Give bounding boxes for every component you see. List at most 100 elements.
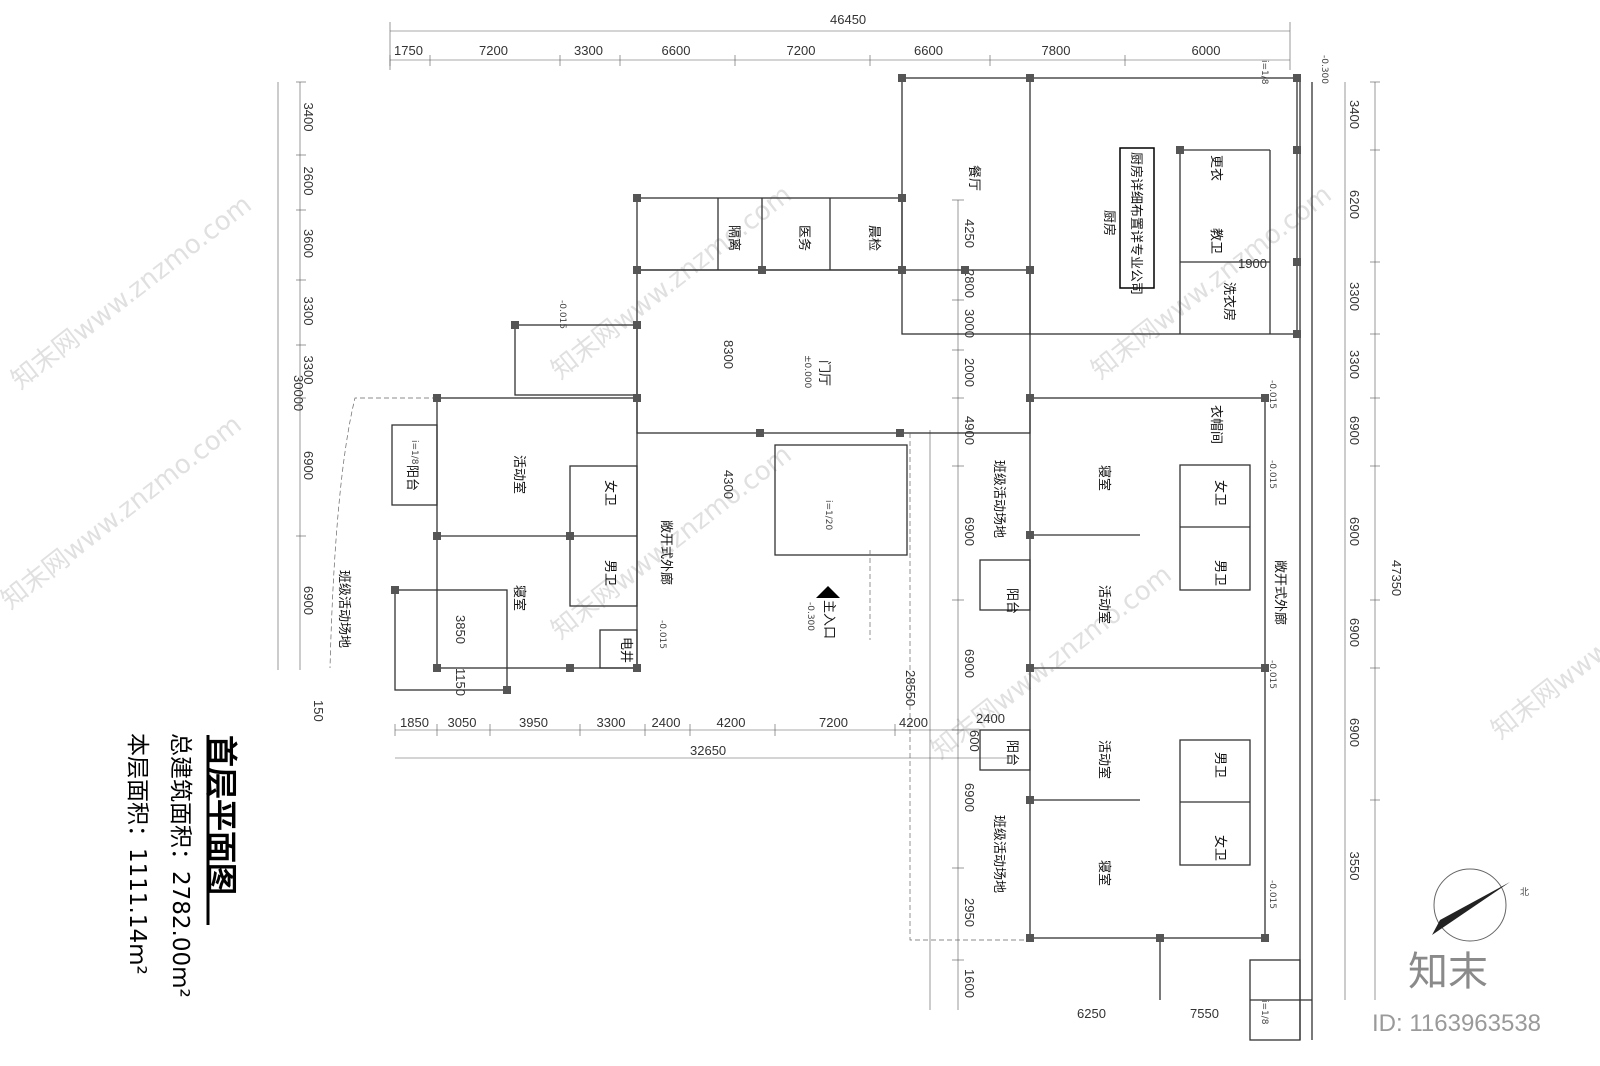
dim-top-5: 6600 — [914, 43, 943, 58]
dim-right-8: 3550 — [1347, 852, 1362, 881]
level-entry: -0.300 — [805, 602, 815, 631]
dim-4300: 4300 — [721, 470, 736, 499]
dim-right-5: 6900 — [1347, 517, 1362, 546]
room-balcony-r2: 阳台 — [1004, 740, 1019, 766]
dim-3850: 3850 — [453, 615, 468, 644]
dim-1150: 1150 — [453, 668, 468, 696]
north-arrow-icon: 北 — [1432, 868, 1529, 942]
dim-bottom-5: 4200 — [717, 715, 746, 730]
column-30 — [1261, 934, 1269, 942]
room-main-entry: 主入口 — [821, 600, 836, 639]
column-28 — [1026, 934, 1034, 942]
dim-top-2: 3300 — [574, 43, 603, 58]
column-19 — [566, 664, 574, 672]
room-female-wc-r1: 女卫 — [1212, 480, 1228, 506]
room-female-wc-left: 女卫 — [602, 480, 618, 506]
watermarks: 知末网www.znzmo.com 知末网www.znzmo.com 知末网www… — [0, 180, 1600, 766]
level-left-wing: -0.015 — [657, 620, 667, 649]
id-label: ID: 1163963538 — [1372, 1010, 1541, 1037]
dim-28550: 28550 — [903, 670, 918, 706]
dim-total-left: 30000 — [291, 375, 306, 411]
room-balcony-left: 阳台 — [404, 465, 419, 491]
dim-bottom-7: 4200 — [899, 715, 928, 730]
dim-6250: 6250 — [1077, 1006, 1106, 1021]
column-4 — [1293, 146, 1301, 154]
room-class-yard-r2: 班级活动场地 — [991, 815, 1006, 893]
room-cloak: 衣帽间 — [1208, 405, 1224, 444]
middle-vertical-dimensions: 4250280030002000490069006900690029501600… — [311, 199, 1267, 1021]
room-elec-shaft: 电井 — [618, 637, 633, 663]
column-1 — [1026, 74, 1034, 82]
slope-top-right: i=1/8 — [1259, 60, 1269, 85]
dim-mid-5: 6900 — [962, 517, 977, 546]
column-27 — [1026, 796, 1034, 804]
room-staff-wc: 教卫 — [1208, 228, 1224, 254]
column-34 — [391, 586, 399, 594]
room-balcony-r1: 阳台 — [1004, 588, 1019, 614]
room-labels: 餐厅 厨房 更衣 教卫 洗衣房 隔离 医务 晨检 门厅 主入口 活动室 寝室 女… — [336, 155, 1288, 893]
total-area: 总建筑面积：2782.00m² — [167, 733, 193, 998]
column-29 — [1156, 934, 1164, 942]
entry-arrow-icon — [816, 586, 840, 598]
dim-bottom-2: 3950 — [519, 715, 548, 730]
room-activity-r1: 活动室 — [1096, 585, 1112, 624]
dim-top-3: 6600 — [662, 43, 691, 58]
watermark-1: 知末网www.znzmo.com — [6, 190, 258, 396]
column-12 — [633, 194, 641, 202]
dim-bottom-4: 2400 — [652, 715, 681, 730]
dim-left-6: 6900 — [301, 586, 316, 615]
room-morning-check: 晨检 — [866, 225, 881, 251]
room-corridor-left: 敞开式外廊 — [658, 520, 674, 585]
dim-right-4: 6900 — [1347, 416, 1362, 445]
column-25 — [1026, 664, 1034, 672]
column-6 — [1293, 330, 1301, 338]
room-laundry: 洗衣房 — [1221, 282, 1237, 321]
title-block: 首层平面图 总建筑面积：2782.00m² 本层面积：1111.14m² — [124, 733, 240, 998]
dim-right-0: 3400 — [1347, 100, 1362, 129]
room-class-yard-r1: 班级活动场地 — [991, 460, 1006, 538]
room-activity-left: 活动室 — [511, 455, 527, 494]
column-11 — [758, 266, 766, 274]
level-right-4: -0.015 — [1267, 880, 1277, 909]
north-label: 北 — [1520, 887, 1529, 898]
dim-right-3: 3300 — [1347, 350, 1362, 379]
room-bedroom-left: 寝室 — [511, 585, 527, 611]
structural-columns — [391, 74, 1301, 942]
room-corridor-right: 敞开式外廊 — [1272, 560, 1288, 625]
column-21 — [633, 664, 641, 672]
level-hall: ±0.000 — [802, 355, 812, 389]
column-2 — [1293, 74, 1301, 82]
dim-bottom-6: 7200 — [819, 715, 848, 730]
slope-balcony-left: i=1/8 — [409, 440, 419, 465]
dim-mid-2: 3000 — [962, 309, 977, 338]
brand: 知末 ID: 1163963538 — [1372, 949, 1541, 1037]
dim-right-7: 6900 — [1347, 718, 1362, 747]
room-female-wc-r2: 女卫 — [1212, 835, 1228, 861]
dim-left-3: 3300 — [301, 297, 316, 326]
brand-logo: 知末 — [1408, 949, 1488, 995]
dim-total-top: 46450 — [830, 12, 866, 27]
watermark-7: 知末网www.znzmo.com — [1486, 540, 1600, 746]
room-medical: 医务 — [796, 225, 812, 251]
column-9 — [898, 266, 906, 274]
column-0 — [898, 74, 906, 82]
level-left-stair: -0.015 — [557, 300, 567, 329]
dim-mid-0: 4250 — [962, 219, 977, 248]
room-hall: 门厅 — [816, 360, 831, 386]
dim-right-6: 6900 — [1347, 618, 1362, 647]
dim-total-right: 47350 — [1389, 560, 1404, 596]
dim-left-0: 3400 — [301, 103, 316, 132]
column-33 — [511, 321, 519, 329]
column-7 — [1026, 266, 1034, 274]
level-right-1: -0.015 — [1267, 380, 1277, 409]
dim-top-1: 7200 — [479, 43, 508, 58]
column-35 — [503, 686, 511, 694]
dim-mid-8: 2950 — [962, 898, 977, 927]
room-isolation: 隔离 — [726, 225, 742, 251]
room-dining: 餐厅 — [966, 165, 982, 191]
watermark-2: 知末网www.znzmo.com — [0, 410, 248, 616]
level-markers: ±0.000 -0.300 -0.300 -0.015 -0.015 -0.01… — [409, 55, 1329, 1025]
room-male-wc-r2: 男卫 — [1212, 752, 1227, 778]
